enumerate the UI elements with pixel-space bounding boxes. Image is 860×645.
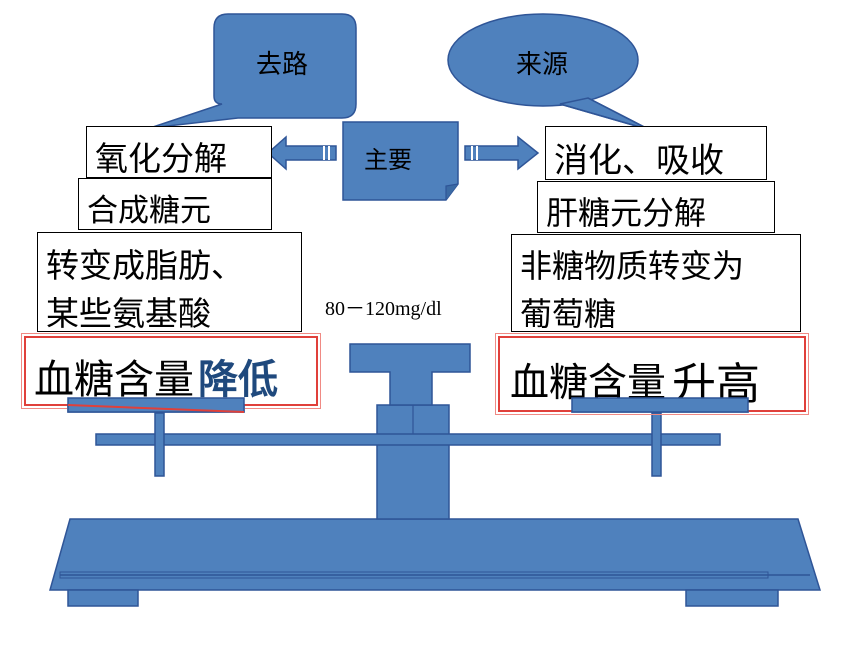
- right-item-3: 非糖物质转变为 葡萄糖: [511, 234, 801, 333]
- scale-base-groove: [59, 571, 769, 579]
- bubble-left-shape: [149, 13, 357, 129]
- bubble-right-text: 来源: [516, 50, 569, 80]
- right-item-2: 肝糖元分解: [537, 181, 775, 233]
- scale-foot-left: [67, 589, 139, 607]
- left-result-emphasis: 降低: [198, 357, 278, 403]
- left-item-2: 合成糖元: [78, 178, 272, 230]
- right-item-1-text: 消化、吸收: [554, 141, 724, 181]
- right-item-3-line1: 非糖物质转变为: [520, 247, 745, 285]
- scale-beam: [95, 433, 721, 446]
- bubble-right-shape: [447, 13, 639, 107]
- left-result-box: 血糖含量 降低: [21, 333, 321, 409]
- pan-post-left: [154, 412, 165, 477]
- left-item-3-line1: 转变成脂肪、: [46, 246, 244, 285]
- left-item-3: 转变成脂肪、 某些氨基酸: [37, 232, 302, 333]
- right-item-3-line2: 葡萄糖: [520, 295, 617, 333]
- arrow-right-icon: [464, 135, 540, 171]
- left-result-prefix: 血糖含量: [34, 357, 194, 403]
- right-item-1: 消化、吸收: [545, 126, 767, 181]
- center-label: 主要: [364, 146, 412, 174]
- range-text: 80－120mg/dl: [325, 298, 442, 320]
- left-item-2-text: 合成糖元: [87, 193, 211, 229]
- pan-post-right: [651, 412, 662, 477]
- left-item-1-text: 氧化分解: [95, 139, 227, 178]
- left-item-1: 氧化分解: [86, 126, 272, 178]
- arrow-left-icon: [266, 135, 337, 171]
- scale-foot-right: [685, 589, 779, 607]
- right-item-2-text: 肝糖元分解: [546, 194, 707, 232]
- left-item-3-line2: 某些氨基酸: [46, 294, 211, 333]
- bubble-left-text: 去路: [256, 50, 309, 80]
